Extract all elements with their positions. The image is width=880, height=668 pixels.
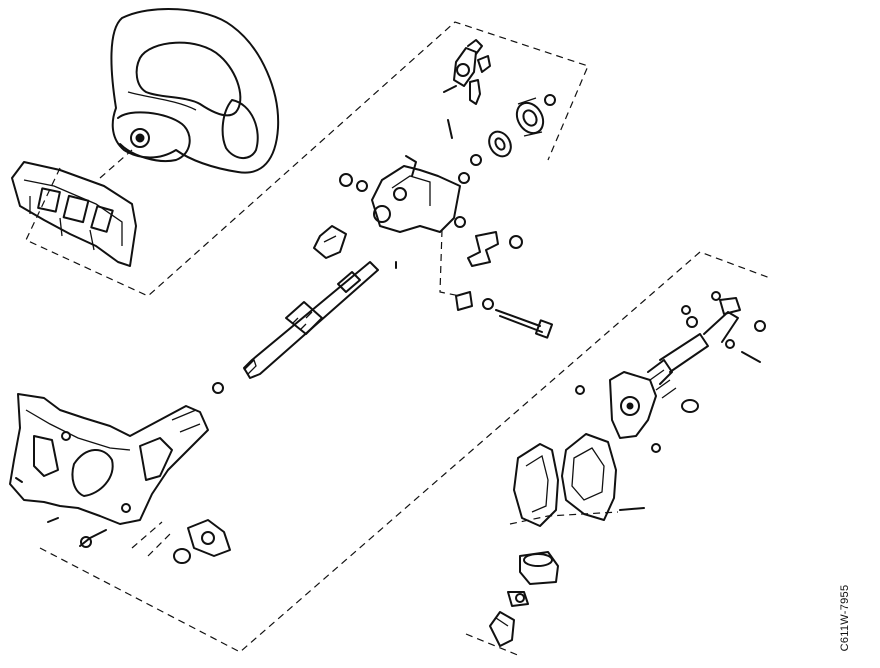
lock-pin (314, 226, 346, 258)
seal-plate (562, 434, 644, 520)
reference-code-label: C611W-7955 (833, 576, 857, 660)
pinch-bolt (508, 592, 528, 606)
reference-code-text: C611W-7955 (839, 584, 851, 652)
dashed-group-outlines (26, 22, 770, 656)
lever-bracket (468, 232, 522, 266)
upper-steering-shaft (213, 262, 396, 393)
bearing-ring (459, 128, 515, 183)
keys (470, 56, 490, 104)
lock-housing (340, 156, 465, 232)
tilt-bolt (456, 292, 552, 338)
dash-seal (514, 444, 558, 526)
ignition-lock-cylinder (454, 40, 482, 86)
snap-ring (545, 95, 555, 105)
spacer-plate (174, 520, 230, 563)
bearing (512, 98, 549, 138)
steering-wheel (111, 9, 278, 173)
bushing (520, 552, 558, 584)
retaining-clip (444, 86, 456, 138)
steering-gear-input (490, 612, 514, 646)
intermediate-shaft-boot (576, 292, 765, 452)
lower-mounting-bracket (10, 394, 208, 547)
upper-column-bracket (12, 162, 136, 266)
